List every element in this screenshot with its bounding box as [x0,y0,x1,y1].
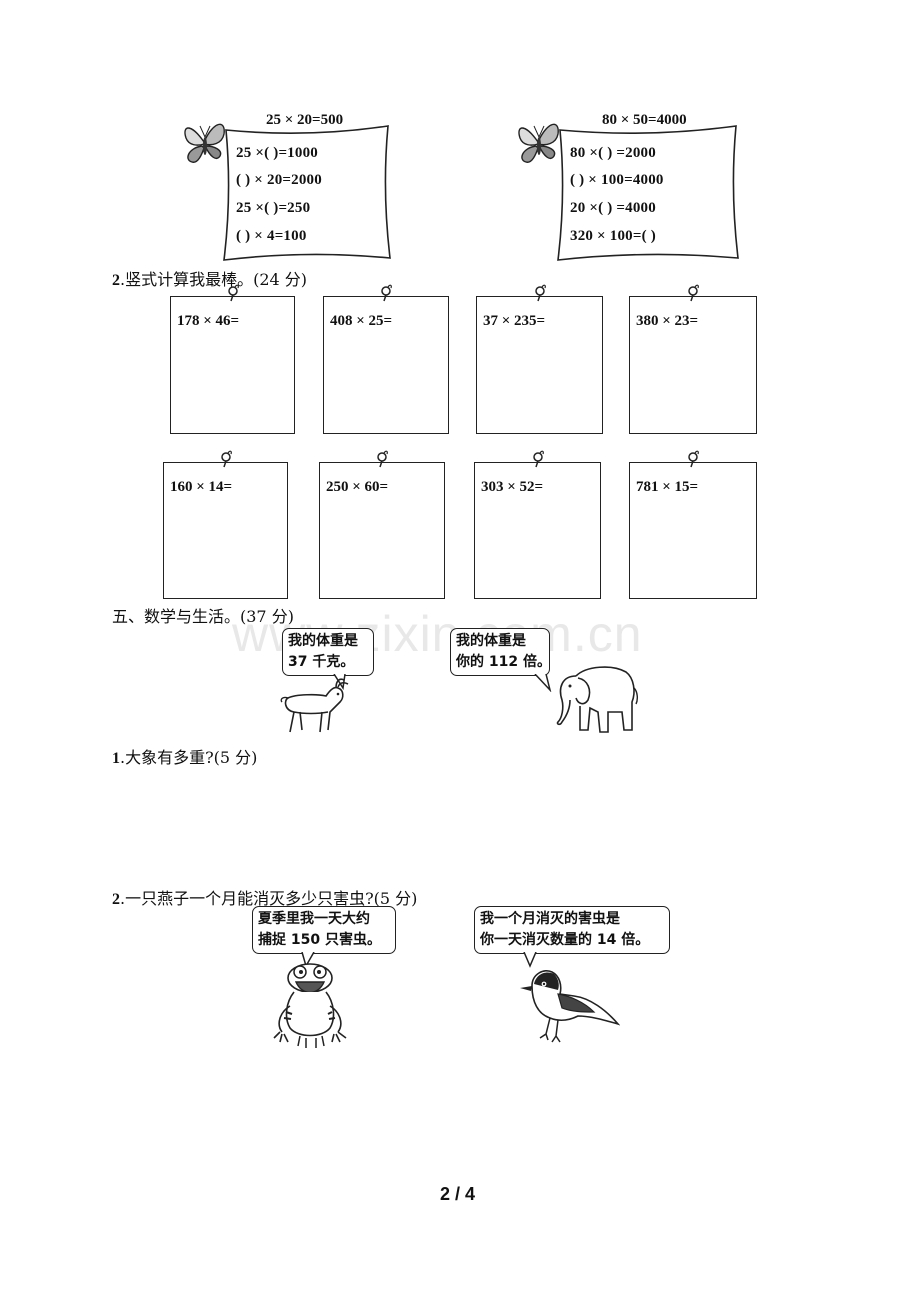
card-line: ( ) × 4=100 [236,228,307,244]
calc-expression: 37 × 235= [483,313,546,329]
calc-expression: 408 × 25= [330,313,393,329]
speech-bubble: 我的体重是 37 千克。 [282,628,374,676]
bubble-line: 捕捉 150 只害虫。 [258,932,381,948]
card-line: ( ) × 20=2000 [236,172,322,188]
question-number: 1 [112,750,120,767]
calc-box[interactable]: 380 × 23= [629,284,757,434]
card-line: ( ) × 100=4000 [570,172,664,188]
goat-icon [280,678,349,733]
card-title: 80 × 50=4000 [602,112,687,128]
section-heading: 2.竖式计算我最棒。(24 分) [112,266,307,290]
calc-box[interactable]: 250 × 60= [319,450,445,599]
butterfly-icon [184,123,225,163]
calc-box[interactable]: 781 × 15= [629,450,757,599]
bubble-line: 你一天消灭数量的 14 倍。 [480,932,650,948]
question-number: 2 [112,891,120,908]
pushpin-icon [688,450,699,468]
calc-box[interactable]: 303 × 52= [474,450,601,599]
speech-bubble: 夏季里我一天大约 捕捉 150 只害虫。 [252,906,396,954]
speech-bubble: 我的体重是 你的 112 倍。 [450,628,551,676]
pushpin-icon [381,284,392,302]
frog-icon [273,963,347,1048]
pushpin-icon [688,284,699,302]
bubble-line: 夏季里我一天大约 [258,911,370,927]
calc-box[interactable]: 160 × 14= [163,450,288,599]
bubble-line: 你的 112 倍。 [456,654,551,670]
card-line: 20 ×( ) =4000 [570,200,656,216]
bubble-line: 我一个月消灭的害虫是 [480,911,620,927]
swallow-icon [520,970,621,1043]
question-text: .大象有多重?(5 分) [120,748,258,767]
calc-expression: 250 × 60= [326,479,389,495]
pushpin-icon [227,284,239,302]
pushpin-icon [377,450,388,468]
pushpin-icon [534,284,546,302]
question-text: .竖式计算我最棒。(24 分) [120,270,308,289]
calc-box[interactable]: 408 × 25= [323,284,449,434]
calc-expression: 781 × 15= [636,479,699,495]
calc-expression: 303 × 52= [481,479,544,495]
pushpin-icon [220,450,232,468]
card-title: 25 × 20=500 [266,112,344,128]
elephant-icon [556,666,639,733]
calc-box[interactable]: 178 × 46= [170,284,295,434]
card-line: 320 × 100=( ) [570,228,656,244]
calc-expression: 380 × 23= [636,313,699,329]
question-heading: 2.一只燕子一个月能消灭多少只害虫?(5 分) [112,885,417,909]
butterfly-icon [518,123,559,163]
calc-box[interactable]: 37 × 235= [476,284,603,434]
page-number: 2 / 4 [440,1184,476,1204]
calc-expression: 178 × 46= [177,313,240,329]
card-line: 25 ×( )=250 [236,200,311,216]
card-line: 25 ×( )=1000 [236,145,318,161]
bubble-line: 37 千克。 [288,654,355,670]
speech-bubble: 我一个月消灭的害虫是 你一天消灭数量的 14 倍。 [474,906,670,954]
question-text: .一只燕子一个月能消灭多少只害虫?(5 分) [120,889,418,908]
question-heading: 1.大象有多重?(5 分) [112,744,257,768]
bubble-line: 我的体重是 [288,633,358,649]
pushpin-icon [532,450,544,468]
calc-expression: 160 × 14= [170,479,233,495]
card-line: 80 ×( ) =2000 [570,145,656,161]
bubble-line: 我的体重是 [456,633,526,649]
section-heading: 五、数学与生活。(37 分) [112,607,294,626]
question-number: 2 [112,272,120,289]
